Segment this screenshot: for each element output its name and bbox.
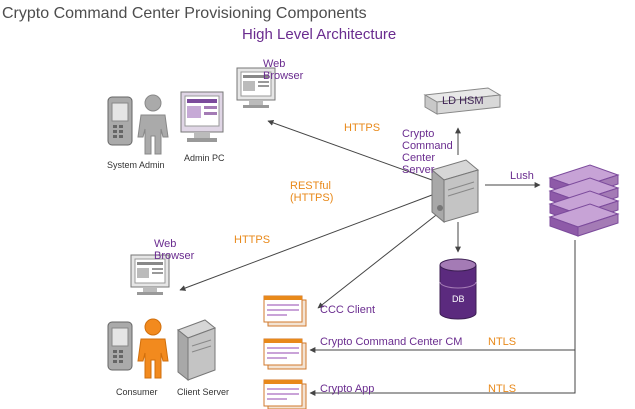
system-admin-phone-icon [107,96,133,146]
https-bottom-label: HTTPS [234,234,271,246]
ntls-cm-label: NTLS [488,336,517,348]
ld-hsm-device-icon [423,87,502,115]
system-admin-person-icon [137,94,169,155]
db-cylinder-icon [439,258,477,320]
crypto-app-window-icon [263,379,307,409]
ccc-server-icon [430,159,480,224]
ccc-client-label: CCC Client [320,304,376,316]
lush-hsm-stack-icon [548,164,620,237]
system-admin-label: System Admin [107,160,165,170]
page-subtitle: High Level Architecture [242,26,397,43]
web-browser-top-label: Web Browser [263,58,304,82]
lush-label: Lush [510,170,534,182]
admin-pc-icon [180,91,224,142]
consumer-phone-icon [107,321,133,371]
client-server-label: Client Server [177,387,230,397]
consumer-label: Consumer [116,387,158,397]
consumer-person-icon [137,318,169,379]
https-top-label: HTTPS [344,122,381,134]
ccc-server-label: Crypto Command Center Server [402,128,453,176]
ccc-cm-label: Crypto Command Center CM [320,336,463,348]
ntls-app-label: NTLS [488,383,517,395]
admin-pc-label: Admin PC [184,153,225,163]
web-browser-top-icon [236,67,276,108]
page-title: Crypto Command Center Provisioning Compo… [2,5,367,22]
crypto-app-label: Crypto App [320,383,375,395]
db-label: DB [452,294,465,304]
server-to-ccc-client-arrow [317,211,441,309]
ccc-cm-window-icon [263,338,307,370]
client-server-icon [176,319,217,382]
server-to-bottom-browser-arrow [179,194,433,291]
hsm-to-app-arrow [309,350,576,396]
web-browser-bottom-label: Web Browser [154,238,195,262]
web-browser-bottom-icon [130,254,170,295]
ld-hsm-label: LD HSM [442,95,484,107]
server-to-top-browser-arrow [267,120,433,181]
restful-label: RESTful (HTTPS) [290,180,334,204]
ccc-client-window-icon [263,295,307,327]
